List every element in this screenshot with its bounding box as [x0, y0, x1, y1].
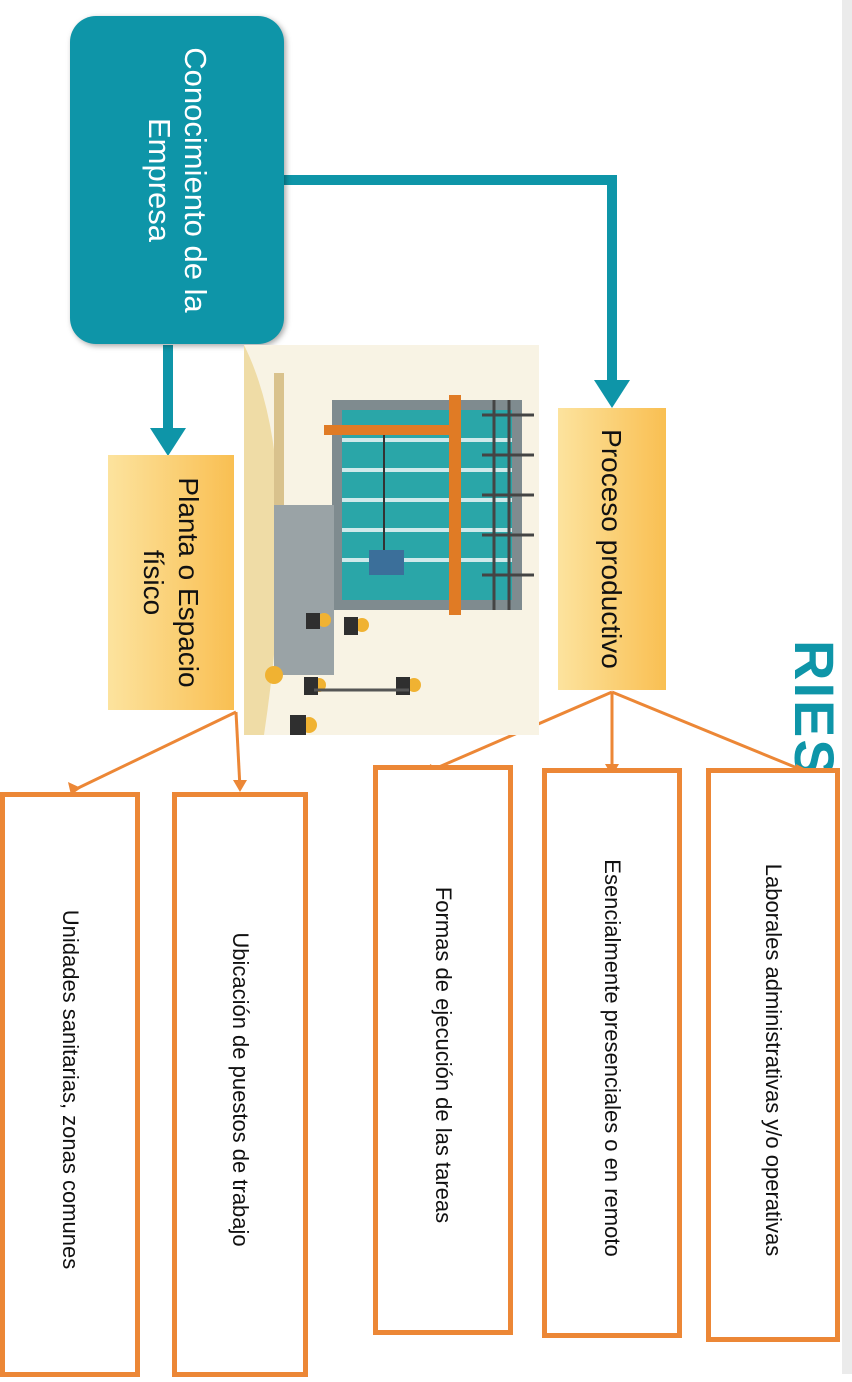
output-node-unidades: Unidades sanitarias, zonas comunes: [0, 792, 140, 1377]
root-node: Conocimiento de la Empresa: [70, 16, 284, 344]
teal-arrowhead-planta: [150, 428, 186, 456]
output-node-laborales-label: Laborales administrativas y/o operativas: [761, 863, 787, 1257]
crane-mast: [449, 395, 461, 615]
branch-node-planta-label: Planta o Espacio físico: [138, 477, 204, 688]
concrete-wall: [274, 505, 334, 675]
ground-shape: [244, 345, 280, 735]
construction-site-illustration: [244, 345, 539, 735]
crane-arm: [324, 425, 454, 435]
branch-node-planta: Planta o Espacio físico: [108, 455, 234, 710]
output-node-ubicacion: Ubicación de puestos de trabajo: [172, 792, 308, 1377]
output-node-formas-label: Formas de ejecución de las tareas: [431, 886, 457, 1224]
teal-connector-to-proceso: [284, 175, 617, 382]
output-node-laborales: Laborales administrativas y/o operativas: [706, 768, 840, 1342]
teal-arrowhead-proceso: [594, 380, 630, 408]
orange-connector-proceso-laborales: [611, 690, 803, 772]
root-node-label: Conocimiento de la Empresa: [142, 47, 213, 313]
output-node-esencial: Esencialmente presenciales o en remoto: [542, 768, 682, 1338]
branch-node-proceso: Proceso productivo: [558, 408, 666, 690]
orange-connector-planta-unidades: [73, 710, 237, 792]
output-node-formas: Formas de ejecución de las tareas: [373, 765, 513, 1335]
right-edge-strip: [842, 0, 852, 1374]
output-node-ubicacion-label: Ubicación de puestos de trabajo: [228, 932, 254, 1247]
output-node-unidades-label: Unidades sanitarias, zonas comunes: [58, 909, 84, 1270]
orange-connector-planta-ubicacion: [234, 711, 242, 789]
orange-arrowhead-ubicacion: [233, 780, 247, 792]
output-node-esencial-label: Esencialmente presenciales o en remoto: [600, 859, 626, 1257]
orange-arrowhead-unidades: [68, 782, 81, 795]
branch-node-proceso-label: Proceso productivo: [596, 429, 628, 669]
